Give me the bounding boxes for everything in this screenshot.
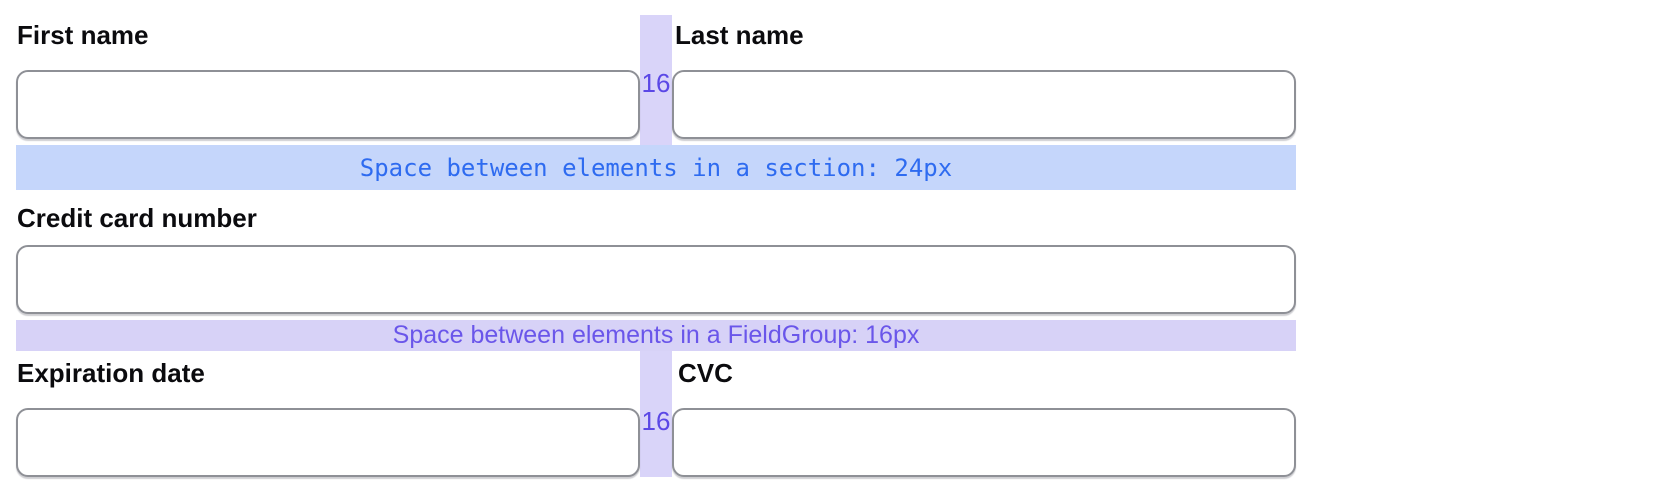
last-name-label: Last name [675,20,804,50]
column-gutter-highlight-top [640,15,672,145]
cvc-label: CVC [678,358,733,388]
fieldgroup-spacing-label: Space between elements in a FieldGroup: … [392,321,920,349]
last-name-input[interactable] [672,70,1296,139]
section-spacing-band: Space between elements in a section: 24p… [16,145,1296,190]
cvc-input[interactable] [672,408,1296,477]
first-name-input[interactable] [16,70,640,139]
column-gutter-highlight-bottom [640,351,672,477]
fieldgroup-spacing-band: Space between elements in a FieldGroup: … [16,320,1296,351]
column-gutter-size-label: 16 [641,68,671,98]
section-spacing-label: Space between elements in a section: 24p… [359,153,953,182]
first-name-label: First name [17,20,149,50]
expiration-date-input[interactable] [16,408,640,477]
column-gutter-size-label: 16 [641,406,671,436]
credit-card-number-label: Credit card number [17,203,257,233]
expiration-date-label: Expiration date [17,358,205,388]
credit-card-number-input[interactable] [16,245,1296,314]
